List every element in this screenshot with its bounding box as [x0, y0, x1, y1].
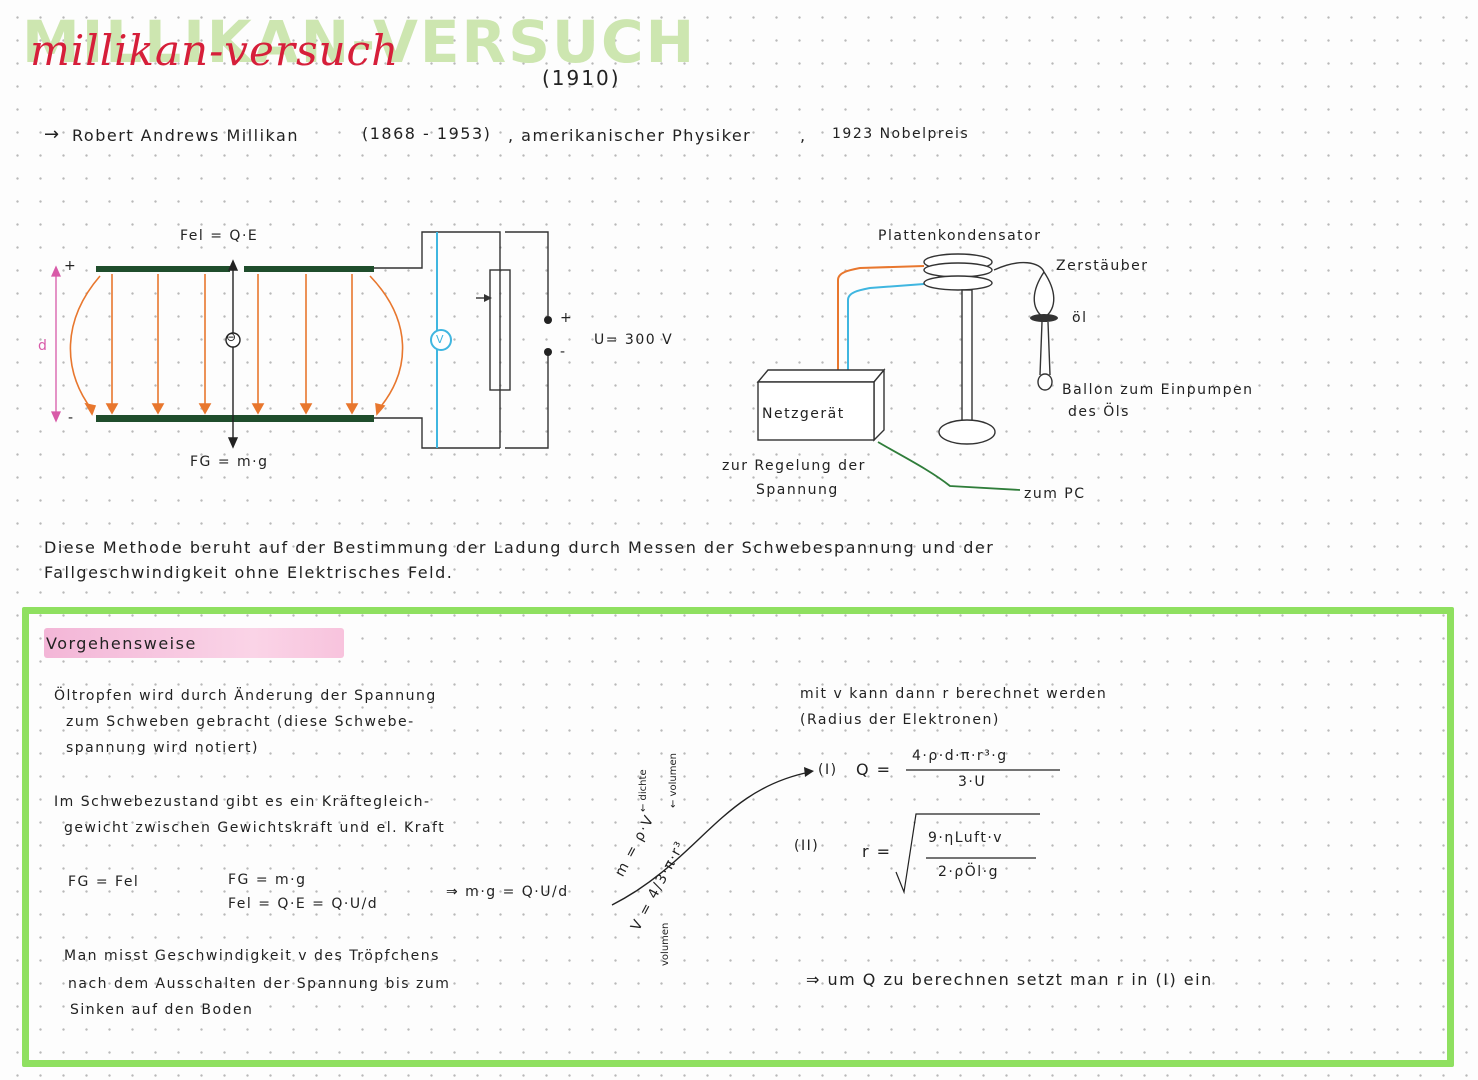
droplet-charge: ⊖ [226, 330, 238, 344]
eq1-denominator: 3·U [958, 774, 987, 790]
measure-line-2: nach dem Ausschalten der Spannung bis zu… [68, 976, 451, 992]
force-balance: FG = Fel [68, 874, 140, 890]
measure-line-1: Man misst Geschwindigkeit v des Tröpfche… [64, 948, 440, 964]
title-background: MILLIKAN-VERSUCH [22, 8, 697, 76]
title-year: (1910) [542, 66, 621, 90]
distance-marker [50, 265, 62, 423]
pc-label: zum PC [1024, 486, 1086, 502]
intro-separator: , [800, 126, 807, 145]
potentiometer-arrow [484, 294, 492, 302]
intro-name: Robert Andrews Millikan [72, 126, 299, 145]
regulation-label-1: zur Regelung der [722, 458, 866, 474]
top-plate-right [244, 266, 374, 272]
radius-line-1: mit v kann dann r berechnet werden [800, 686, 1108, 702]
terminal-plus-label: + [560, 310, 574, 326]
radius-line-2: (Radius der Elektronen) [800, 712, 1000, 728]
sqrt-sign [895, 813, 1040, 895]
heading-highlight [44, 628, 344, 658]
conclusion-text: ⇒ um Q zu berechnen setzt man r in (I) e… [806, 970, 1213, 989]
intro-role: , amerikanischer Physiker [508, 126, 752, 145]
eq2-label: (II) [794, 838, 820, 854]
voltage-label: U= 300 V [594, 332, 674, 348]
force-axis [227, 259, 239, 449]
voltmeter-label: V [436, 333, 444, 346]
link-arrowhead [804, 767, 814, 777]
terminal-plus [544, 316, 552, 324]
terminal-minus [544, 348, 552, 356]
intro-prize: 1923 Nobelpreis [832, 126, 970, 142]
droplet-circle [225, 332, 241, 348]
regulation-label-2: Spannung [756, 482, 839, 498]
field-lines [69, 274, 404, 416]
balloon-label-1: Ballon zum Einpumpen [1062, 382, 1254, 398]
eq1-numerator: 4·ρ·d·π·r³·g [912, 748, 1008, 764]
balloon-label-2: des Öls [1068, 404, 1130, 420]
capacitor-label: Plattenkondensator [878, 228, 1042, 244]
atomizer-label: Zerstäuber [1056, 258, 1149, 274]
bullet-1-line-1: Öltropfen wird durch Änderung der Spannu… [54, 688, 437, 704]
power-supply-label: Netzgerät [762, 406, 845, 422]
gravity-equation: FG = m·g [228, 872, 307, 888]
top-plate-left [96, 266, 230, 272]
summary-line-2: Fallgeschwindigkeit ohne Elektrisches Fe… [44, 563, 454, 582]
bullet-1-line-3: spannung wird notiert) [66, 740, 259, 756]
bullet-1-line-2: zum Schweben gebracht (diese Schwebe- [66, 714, 415, 730]
page-title: millikan-versuch [30, 26, 400, 75]
gravity-force-label: FG = m·g [190, 454, 269, 470]
terminal-minus-label: - [560, 344, 567, 360]
eq2-lhs: r = [862, 842, 892, 861]
plate-plus-label: + [64, 258, 78, 274]
summary-line-1: Diese Methode beruht auf der Bestimmung … [44, 538, 995, 557]
balance-result: ⇒ m·g = Q·U/d [446, 884, 569, 900]
circuit-wires [374, 231, 549, 449]
measure-line-3: Sinken auf den Boden [70, 1002, 254, 1018]
procedure-frame [22, 607, 1454, 1067]
oil-label: öl [1072, 310, 1088, 326]
electric-equation: Fel = Q·E = Q·U/d [228, 896, 379, 912]
bullet-2-line-2: gewicht zwischen Gewichtskraft und el. K… [64, 820, 446, 836]
eq2-numerator: 9·ηLuft·v [928, 830, 1004, 846]
link-arrow [611, 771, 811, 906]
apparatus-drawing [756, 253, 1058, 491]
distance-label: d [38, 338, 49, 354]
electric-force-label: Fel = Q·E [180, 228, 259, 244]
eq1-lhs: Q = [856, 760, 892, 779]
bullet-2-line-1: Im Schwebezustand gibt es ein Kräfteglei… [54, 794, 431, 810]
intro-lifespan: (1868 - 1953) [362, 124, 492, 143]
bottom-plate [96, 415, 374, 422]
plate-minus-label: - [68, 410, 75, 426]
eq2-denominator: 2·ρÖl·g [938, 864, 999, 880]
intro-arrow: → [44, 124, 61, 145]
voltmeter-circle [430, 329, 452, 351]
eq1-label: (I) [818, 762, 838, 778]
procedure-heading: Vorgehensweise [46, 634, 197, 653]
